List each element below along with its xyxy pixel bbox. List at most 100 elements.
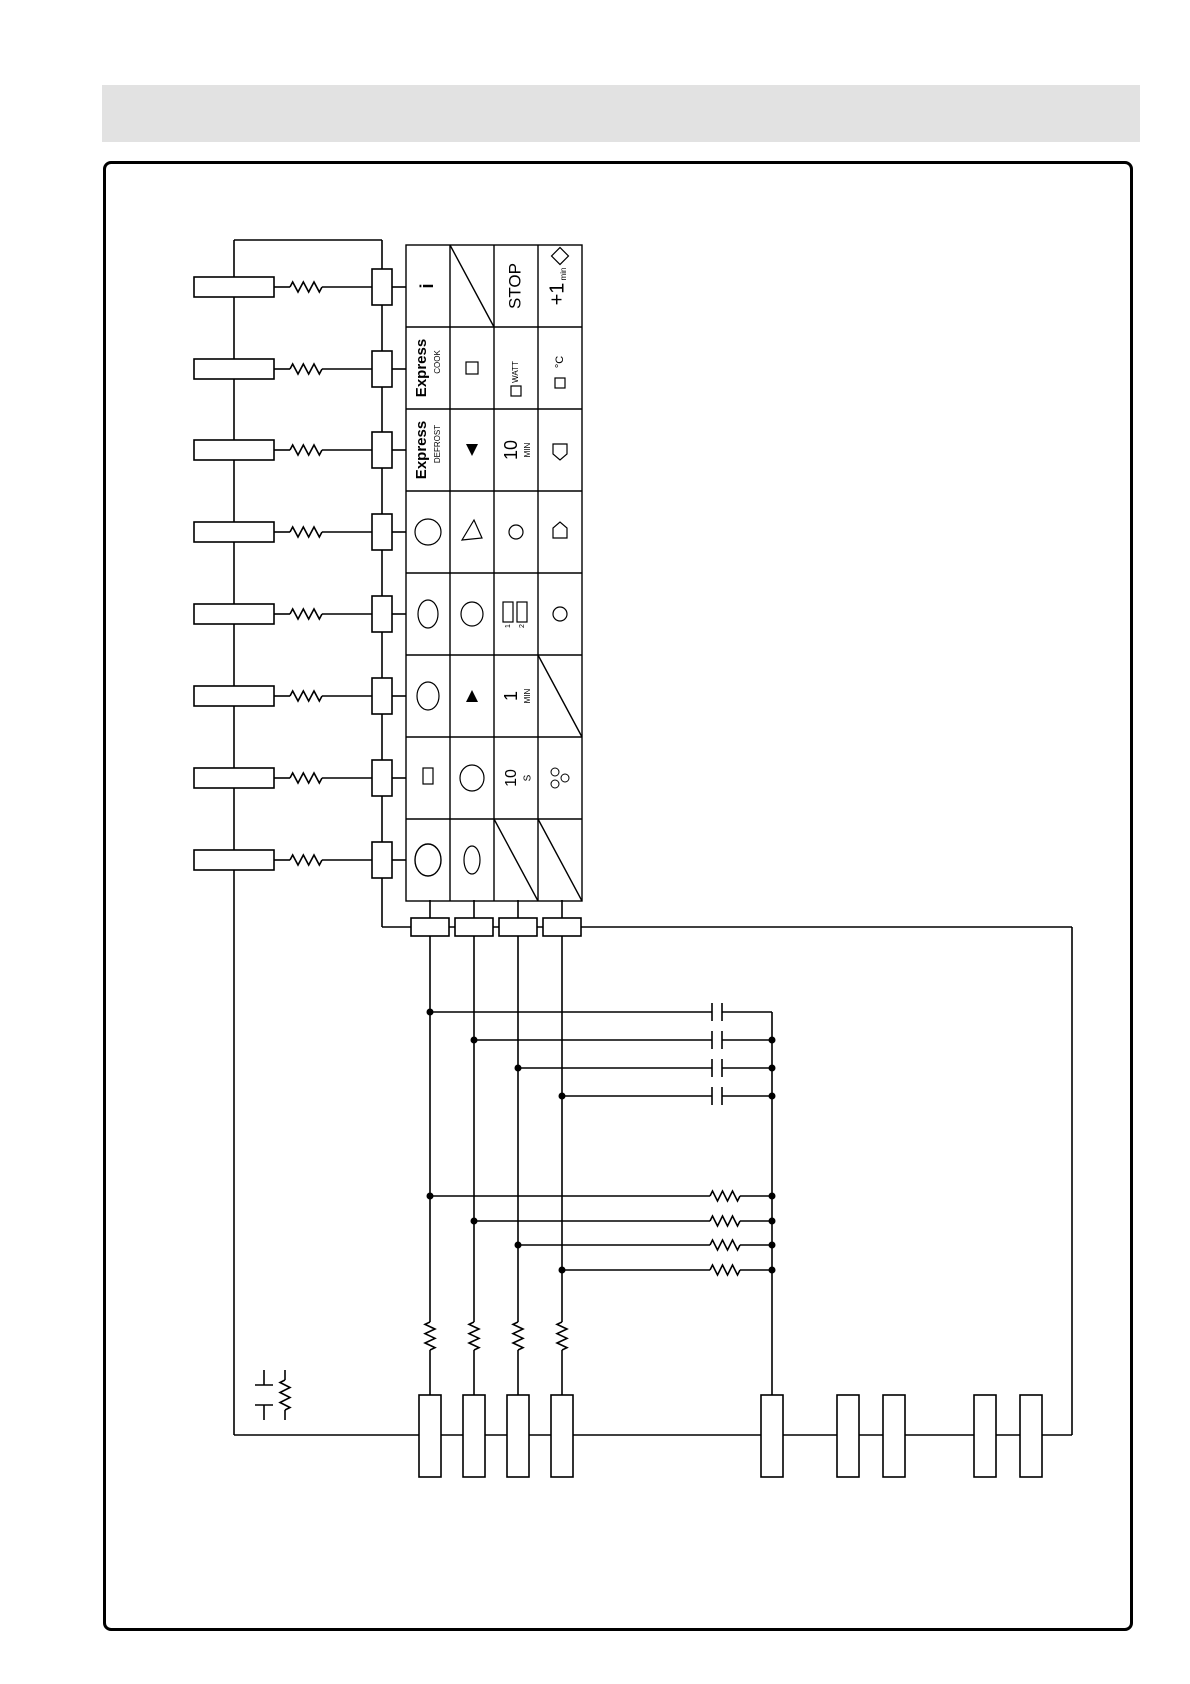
blank-key-slash	[494, 819, 538, 901]
plus-one-unit: min	[559, 268, 568, 281]
column-connector	[499, 918, 537, 936]
junction-dot	[427, 1009, 434, 1016]
terminal	[974, 1395, 996, 1477]
soup-icon	[460, 765, 484, 791]
combo-row-2: 2	[519, 624, 526, 628]
blank-key-slash	[450, 245, 494, 327]
row-terminal	[194, 277, 274, 297]
express-defrost-title: Express	[413, 421, 430, 479]
resistor	[710, 1216, 740, 1226]
row-terminal	[194, 768, 274, 788]
junction-dot	[515, 1065, 522, 1072]
express-cook-title: Express	[413, 339, 430, 397]
resistor	[290, 855, 322, 865]
chicken-leg-icon	[464, 846, 480, 874]
keypad-grid	[406, 245, 582, 901]
wires	[234, 240, 1072, 1435]
row-terminal	[194, 359, 274, 379]
resistor	[290, 282, 322, 292]
resistor	[710, 1265, 740, 1275]
resistor	[710, 1240, 740, 1250]
junction-dot	[769, 1267, 776, 1274]
reheat-icon	[553, 607, 567, 621]
junction-dot	[559, 1267, 566, 1274]
row-connector	[372, 269, 392, 305]
row-connector	[372, 842, 392, 878]
cook-label: COOK	[433, 350, 442, 374]
junction-dot	[769, 1193, 776, 1200]
info-icon: i	[417, 283, 437, 288]
row-terminal	[194, 686, 274, 706]
cake-icon	[461, 602, 483, 626]
watt-label: WATT	[511, 361, 520, 383]
ten-min-number: 10	[501, 440, 521, 460]
resistor	[557, 1322, 567, 1350]
junction-dot	[515, 1242, 522, 1249]
combo-microwave-icon	[517, 602, 527, 622]
defrost-label: DEFROST	[433, 425, 442, 463]
junction-dot	[559, 1093, 566, 1100]
chicken-icon	[418, 600, 438, 628]
minus-icon	[553, 444, 567, 460]
row-terminal	[194, 604, 274, 624]
resistor	[290, 609, 322, 619]
arrow-up-icon	[466, 690, 478, 702]
resistor	[513, 1322, 523, 1350]
row-connector	[372, 596, 392, 632]
resistor	[290, 527, 322, 537]
clock-icon	[561, 774, 569, 782]
junction-dot	[471, 1218, 478, 1225]
clock-icon	[551, 780, 559, 788]
ten-sec-number: 10	[503, 769, 520, 787]
column-connector	[543, 918, 581, 936]
ten-min-unit: MIN	[523, 442, 532, 457]
column-terminal	[507, 1395, 529, 1477]
combo-grill-icon	[503, 602, 513, 622]
arrow-down-icon	[466, 444, 478, 456]
plus-icon	[553, 522, 567, 538]
row-terminal	[194, 850, 274, 870]
row-connector	[372, 760, 392, 796]
junction-dot	[769, 1218, 776, 1225]
column-terminal	[419, 1395, 441, 1477]
rice-icon	[415, 844, 441, 876]
resistor	[290, 773, 322, 783]
resistor	[469, 1322, 479, 1350]
microwave-icon	[466, 362, 478, 374]
column-terminal	[463, 1395, 485, 1477]
ten-sec-unit: S	[523, 774, 534, 781]
resistor	[290, 445, 322, 455]
column-connector	[455, 918, 493, 936]
components	[194, 269, 1042, 1477]
common-terminal	[761, 1395, 783, 1477]
resistor	[425, 1322, 435, 1350]
row-terminal	[194, 522, 274, 542]
column-connector	[411, 918, 449, 936]
resistor	[290, 364, 322, 374]
terminal	[837, 1395, 859, 1477]
stop-key: STOP	[505, 263, 524, 309]
timer-icon	[509, 525, 523, 539]
terminal	[1020, 1395, 1042, 1477]
plus-one-key: +1	[546, 283, 568, 306]
pizza-dough-icon	[415, 519, 441, 545]
row-connector	[372, 432, 392, 468]
junction-dot	[769, 1065, 776, 1072]
blank-key-slash	[538, 819, 582, 901]
junction-dot	[427, 1193, 434, 1200]
convection-icon	[555, 378, 565, 388]
row-terminal	[194, 440, 274, 460]
pizza-slice-icon	[462, 520, 482, 540]
one-min-unit: MIN	[523, 688, 532, 703]
junction-dot	[769, 1093, 776, 1100]
celsius-label: °C	[554, 356, 566, 368]
grill-icon	[511, 386, 521, 396]
junction-dot	[769, 1037, 776, 1044]
clock-icon	[551, 768, 559, 776]
resistor	[710, 1191, 740, 1201]
row-connector	[372, 678, 392, 714]
start-icon	[552, 248, 569, 265]
resistor	[280, 1380, 290, 1410]
